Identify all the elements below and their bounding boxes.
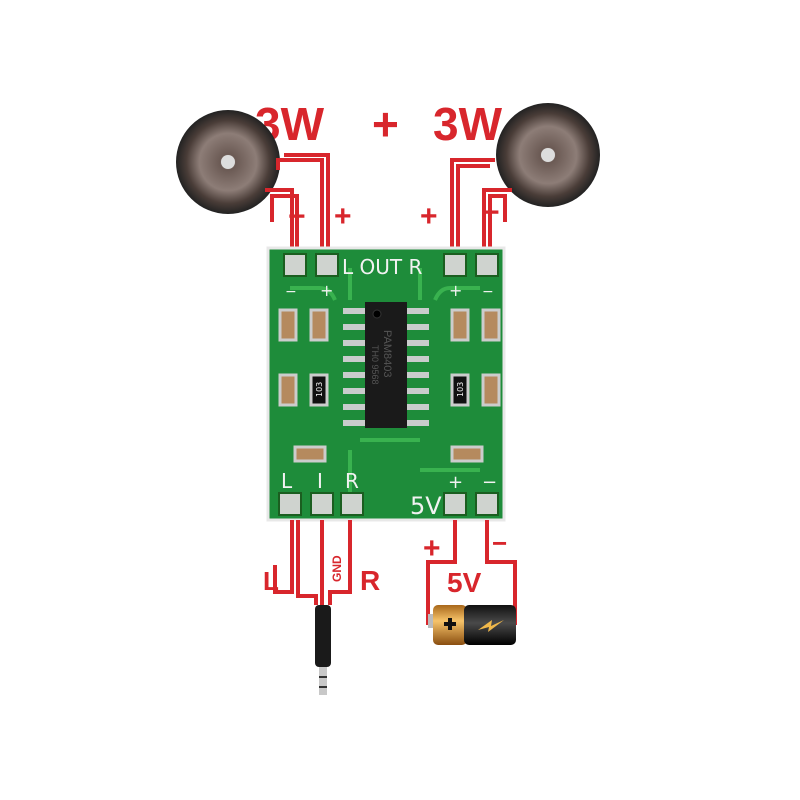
input-r-label: R <box>360 565 380 596</box>
left-speaker-icon <box>176 110 280 214</box>
pad-sign-2: + <box>320 281 333 300</box>
board-r-label: R <box>345 469 359 493</box>
left-speaker-minus-wire-2 <box>270 194 299 250</box>
chip-pin <box>407 372 429 378</box>
chip-pin <box>407 420 429 426</box>
power-plus-label: + <box>423 532 441 565</box>
chip-pin <box>407 388 429 394</box>
pad-sign-1: − <box>285 284 297 300</box>
input-l-wire <box>273 520 294 594</box>
board-gnd-mark: I <box>317 469 323 493</box>
board-5v-label: 5V <box>410 492 442 520</box>
chip-pin <box>407 340 429 346</box>
right-speaker-plus: + <box>420 200 438 233</box>
right-power-label: 3W <box>433 98 503 150</box>
right-speaker-minus: − <box>482 196 500 229</box>
input-l-wire-2 <box>296 520 318 605</box>
input-gnd-label: GND <box>330 555 344 582</box>
power-plus-wire <box>426 520 457 625</box>
resistor-code-right: 103 <box>456 382 465 397</box>
chip-pin <box>343 356 365 362</box>
right-speaker-icon <box>496 103 600 207</box>
right-speaker-minus-wire <box>482 188 512 250</box>
chip-pin <box>407 404 429 410</box>
power-voltage-label: 5V <box>447 567 482 598</box>
resistor-code-left: 103 <box>315 382 324 397</box>
input-r-wire <box>328 520 352 605</box>
input-l-label: L <box>263 566 279 596</box>
board-minus-label: − <box>482 472 497 493</box>
chip-pin <box>343 388 365 394</box>
chip-pin <box>343 340 365 346</box>
right-speaker-plus-wire <box>450 158 495 250</box>
left-speaker-minus: − <box>288 200 306 233</box>
chip-pin <box>343 420 365 426</box>
chip-pin <box>343 324 365 330</box>
chip-marking-2: TH0 9568 <box>370 345 380 385</box>
power-minus-wire <box>485 520 517 625</box>
right-speaker-plus-wire-2 <box>456 164 490 250</box>
power-minus-label: − <box>492 528 507 558</box>
left-speaker-plus-wire-2 <box>284 153 330 250</box>
pad-sign-4: − <box>482 284 494 300</box>
chip-pin <box>343 372 365 378</box>
pam8403-chip <box>365 302 407 428</box>
chip-pin <box>343 404 365 410</box>
battery-icon <box>428 605 516 645</box>
chip-marking: PAM8403 <box>381 330 393 378</box>
plus-label: + <box>372 98 399 150</box>
amplifier-board: L OUT R − + + − 103 103 PAM8403 TH0 9568… <box>266 246 506 522</box>
left-speaker-plus-wire <box>276 158 324 250</box>
audio-jack-icon <box>315 605 331 695</box>
chip-pin <box>407 308 429 314</box>
chip-pin <box>343 308 365 314</box>
chip-pin <box>407 324 429 330</box>
board-l-label: L <box>281 469 293 493</box>
out-label: L OUT R <box>342 255 422 279</box>
chip-pin <box>407 356 429 362</box>
left-speaker-plus: + <box>334 200 352 233</box>
board-plus-label: + <box>448 472 463 493</box>
right-speaker-minus-wire-2 <box>488 194 507 250</box>
left-speaker-minus-wire <box>265 188 294 250</box>
pad-sign-3: + <box>449 281 462 300</box>
